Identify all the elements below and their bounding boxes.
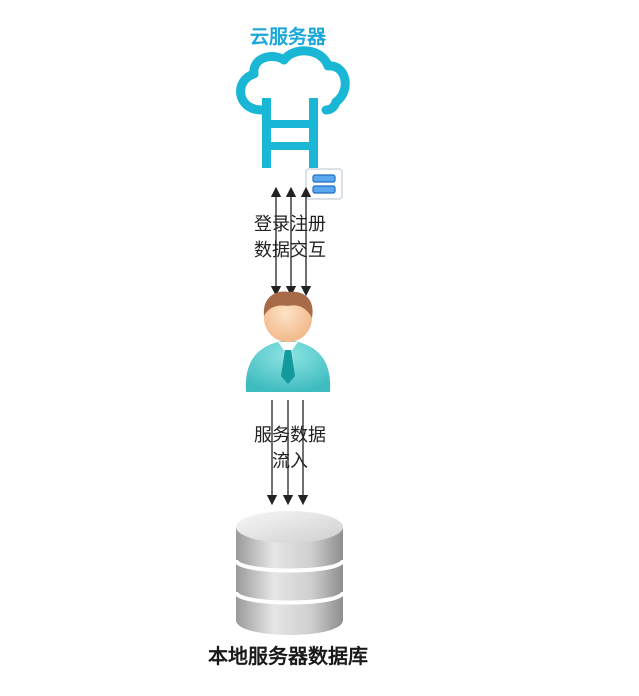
database-icon <box>234 511 345 635</box>
login-flow-label-line1: 登录注册 <box>254 214 326 235</box>
user-icon <box>245 291 331 392</box>
data-flow-label: 服务数据 流入 <box>230 423 350 475</box>
cloud-server-title: 云服务器 <box>249 26 326 48</box>
data-flow-label-line1: 服务数据 <box>254 425 326 446</box>
login-data-arrows <box>270 186 312 297</box>
server-badge-icon <box>305 168 343 200</box>
data-flow-label-line2: 流入 <box>272 451 308 472</box>
login-flow-label: 登录注册 数据交互 <box>230 212 350 264</box>
data-flow-arrows <box>266 400 309 506</box>
local-db-title: 本地服务器数据库 <box>208 644 368 668</box>
login-flow-label-line2: 数据交互 <box>254 240 326 261</box>
cloud-server-icon <box>236 46 350 168</box>
